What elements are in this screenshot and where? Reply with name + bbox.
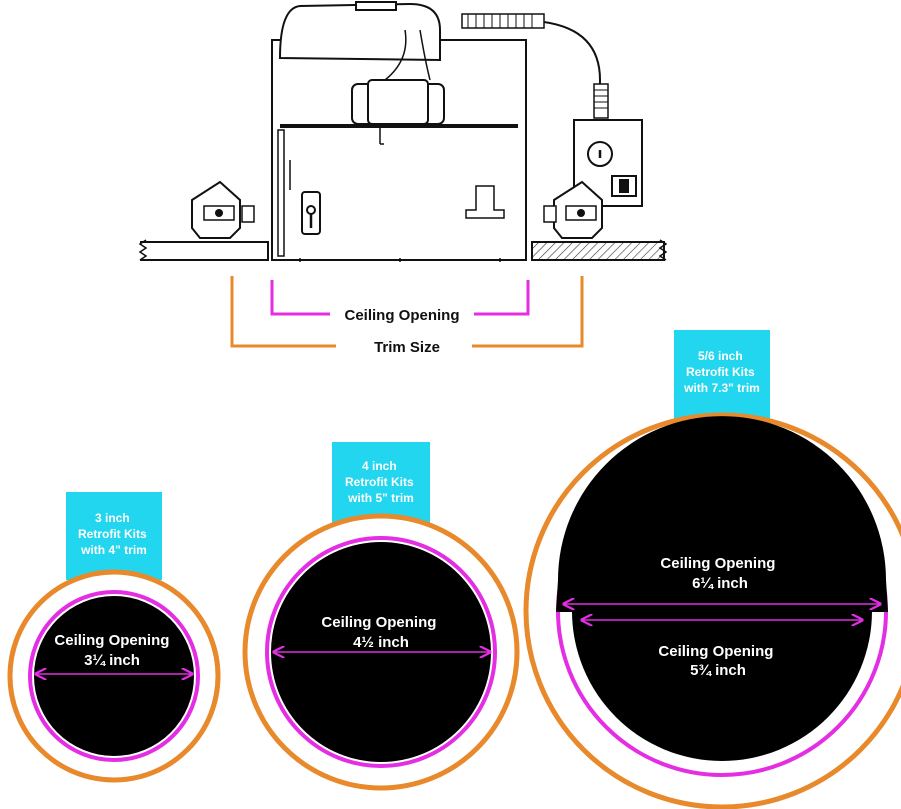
opening-text: Ceiling Opening 4½ inch (321, 614, 440, 651)
kit-badge-text: 3 inch Retrofit Kits with 4" trim (78, 511, 150, 557)
trim-size-label: Trim Size (374, 339, 440, 356)
kit-badge (674, 330, 770, 422)
ceiling-opening-label: Ceiling Opening (345, 307, 460, 324)
kit-badge (66, 492, 162, 580)
junction-box-top (278, 2, 441, 62)
trim-size-dimension: Trim Size (230, 276, 584, 356)
kit-3-inch: 3 inch Retrofit Kits with 4" trim Ceilin… (7, 492, 221, 783)
recessed-housing-illustration (138, 1, 668, 262)
opening-text: Ceiling Opening 3¼ inch (54, 632, 173, 669)
flex-conduit (461, 13, 609, 119)
ceiling-opening (34, 596, 194, 756)
ceiling-opening-dimension: Ceiling Opening (270, 280, 530, 324)
ceiling-board-right (531, 239, 668, 261)
opening-text-bottom: Ceiling Opening 5¾ inch (658, 643, 777, 679)
opening-text-top: Ceiling Opening 6¼ inch (660, 555, 779, 592)
mounting-bracket-right (543, 180, 603, 239)
lamp-socket (351, 79, 445, 145)
kit-badge-text: 4 inch Retrofit Kits with 5" trim (345, 459, 417, 505)
mounting-bracket-left (191, 180, 255, 239)
ceiling-board-left (138, 239, 269, 261)
kit-5-6-inch: 5/6 inch Retrofit Kits with 7.3" trim Ce… (523, 330, 901, 809)
ceiling-opening-large (556, 416, 888, 612)
kit-badge-text: 5/6 inch Retrofit Kits with 7.3" trim (683, 349, 760, 395)
kit-4-inch: 4 inch Retrofit Kits with 5" trim Ceilin… (242, 442, 520, 791)
